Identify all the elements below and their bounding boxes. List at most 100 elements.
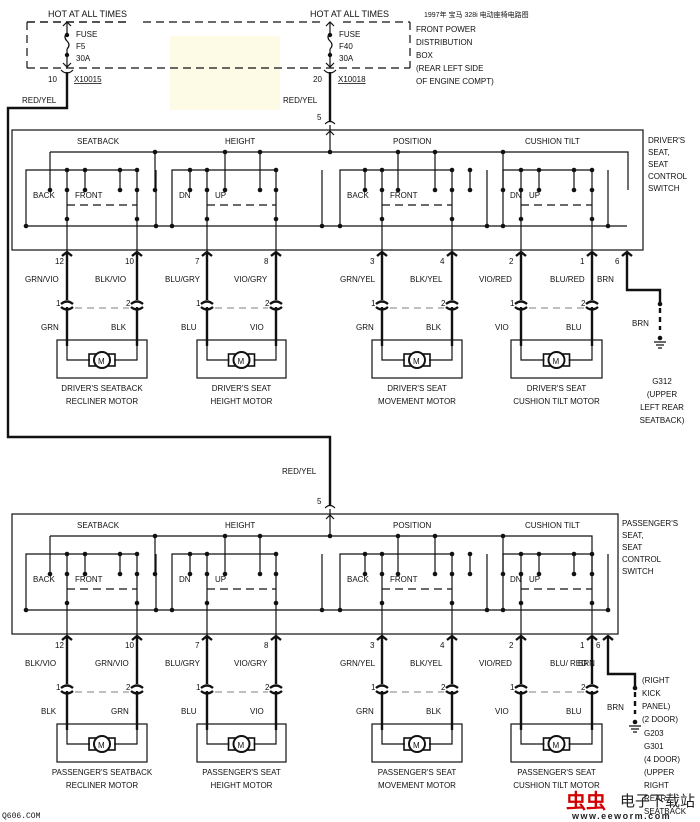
junction-dot <box>518 600 524 606</box>
pin-number: 12 <box>55 641 64 650</box>
connector-pin: 2 <box>126 683 131 692</box>
inline-connector <box>514 300 528 346</box>
junction-dot <box>117 571 123 577</box>
motor-name: HEIGHT MOTOR <box>211 781 273 790</box>
junction-dot <box>152 571 158 577</box>
section-label: CUSHION TILT <box>525 137 580 146</box>
junction-dot <box>64 551 70 557</box>
inline-connector <box>269 300 283 346</box>
junction-dot <box>518 551 524 557</box>
section-label: SEATBACK <box>77 137 120 146</box>
junction-dot <box>362 551 368 557</box>
junction-dot <box>257 571 263 577</box>
junction-dot <box>589 187 595 193</box>
power-bus <box>50 151 629 190</box>
junction-dot <box>518 187 524 193</box>
motor-wire-label: BLK <box>111 323 127 332</box>
motor-name: RECLINER MOTOR <box>66 781 139 790</box>
switch-label: SEAT <box>622 543 642 552</box>
junction-dot <box>362 167 368 173</box>
wire-color-label: BRN <box>597 275 614 284</box>
motor-name: CUSHION TILT MOTOR <box>513 781 600 790</box>
junction-dot <box>117 187 123 193</box>
ground-label: SEATBACK <box>644 807 687 816</box>
junction-dot <box>395 533 401 539</box>
junction-dot <box>319 223 325 229</box>
junction-dot <box>222 187 228 193</box>
motor-housing <box>56 339 148 379</box>
pin-number: 1 <box>580 257 585 266</box>
motor-name: DRIVER'S SEATBACK <box>61 384 143 393</box>
junction-dot <box>449 187 455 193</box>
connector-pin: 2 <box>441 299 446 308</box>
pin-number: 8 <box>264 641 269 650</box>
junction-dot <box>605 223 611 229</box>
switch-label: SEAT, <box>622 531 644 540</box>
junction-dot <box>152 187 158 193</box>
wire-color-label: BRN <box>607 703 624 712</box>
wire <box>376 250 388 300</box>
wire-color-label: BRN <box>632 319 649 328</box>
contact-label: BACK <box>33 191 55 200</box>
contact-label: BACK <box>347 575 369 584</box>
svg-text:BOX: BOX <box>416 51 434 60</box>
junction-dot <box>273 571 279 577</box>
fuse-word-left: FUSE <box>76 30 97 39</box>
junction-dot <box>273 551 279 557</box>
junction-dot <box>64 600 70 606</box>
switch-label: CONTROL <box>622 555 662 564</box>
connector-pin: 1 <box>371 299 376 308</box>
contact-frame <box>502 553 593 640</box>
ground-label: G301 <box>644 742 664 751</box>
contact-label: UP <box>215 575 226 584</box>
junction-dot <box>432 187 438 193</box>
junction-dot <box>571 167 577 173</box>
motor-name: PASSENGER'S SEAT <box>517 768 596 777</box>
section-label: SEATBACK <box>77 521 120 530</box>
inline-connector <box>514 684 528 730</box>
junction-dot <box>204 187 210 193</box>
contact-label: UP <box>215 191 226 200</box>
wire-color-label: VIO/GRY <box>234 659 268 668</box>
junction-dot <box>395 149 401 155</box>
wire <box>446 634 458 684</box>
wire-color-label: BLU/GRY <box>165 659 201 668</box>
section-label: CUSHION TILT <box>525 521 580 530</box>
switch-label: DRIVER'S <box>648 136 685 145</box>
fuse-id-left: F5 <box>76 42 86 51</box>
connector-pin: 1 <box>196 683 201 692</box>
ground-icon <box>629 725 641 733</box>
motor-housing <box>510 723 603 763</box>
wire-color-label: GRN/VIO <box>95 659 129 668</box>
junction-dot <box>362 571 368 577</box>
contact-frame <box>339 553 453 640</box>
junction-dot <box>204 551 210 557</box>
ground-label: (4 DOOR) <box>644 755 680 764</box>
junction-dot <box>337 607 343 613</box>
input-pin-number: 5 <box>317 113 322 122</box>
wire <box>201 250 213 300</box>
wire <box>131 250 143 300</box>
highlight-patch <box>170 36 280 110</box>
wire <box>515 250 527 300</box>
motor-housing <box>510 339 603 379</box>
wire-color-label: VIO/GRY <box>234 275 268 284</box>
junction-dot <box>204 600 210 606</box>
wire <box>446 250 458 300</box>
motor-wire-label: GRN <box>356 323 374 332</box>
junction-dot <box>187 551 193 557</box>
motor-wire-label: BLU <box>566 323 582 332</box>
inline-connector <box>445 684 459 730</box>
contact-frame <box>171 169 277 256</box>
junction-dot <box>518 571 524 577</box>
motor-icon <box>408 351 426 369</box>
junction-dot <box>169 607 175 613</box>
ground-icon <box>654 341 666 349</box>
power-distribution-box <box>26 21 411 69</box>
junction-dot <box>47 187 53 193</box>
hot-label-left: HOT AT ALL TIMES <box>48 9 127 19</box>
junction-dot <box>536 571 542 577</box>
switch-housing <box>11 513 619 635</box>
